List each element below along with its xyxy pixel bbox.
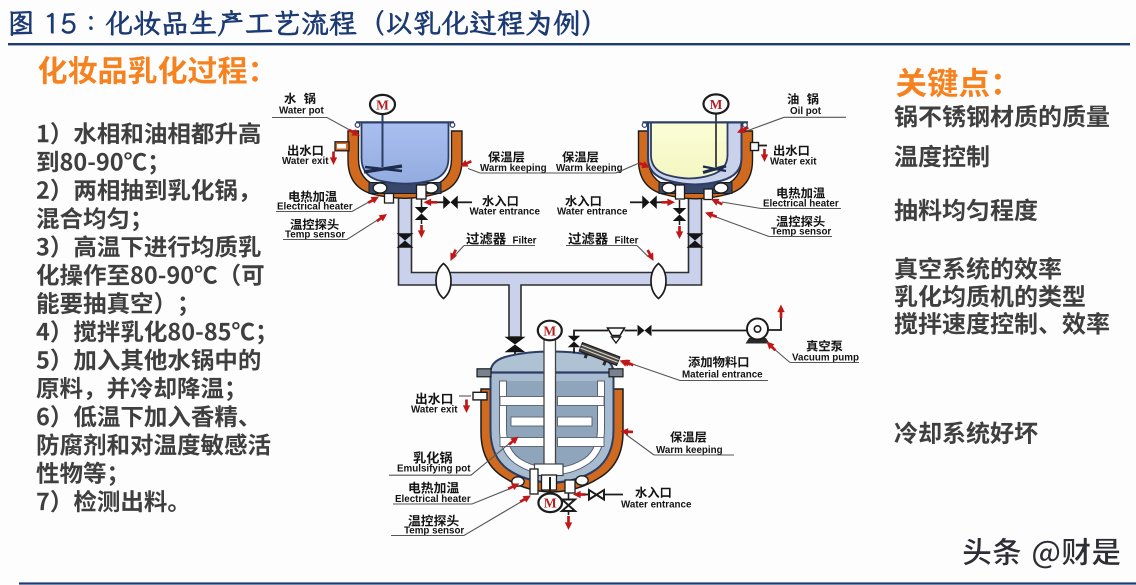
svg-text:M: M [543,323,556,338]
svg-text:Vacuum pump: Vacuum pump [792,353,859,364]
svg-text:Warm keeping: Warm keeping [556,163,623,174]
svg-text:Filter: Filter [513,236,537,247]
svg-text:Water exit: Water exit [282,156,329,167]
svg-text:Water pot: Water pot [279,106,325,117]
svg-text:Electrical heater: Electrical heater [395,494,471,505]
svg-text:Warm keeping: Warm keeping [656,445,723,456]
svg-text:Water exit: Water exit [770,157,817,168]
svg-text:Temp sensor: Temp sensor [404,526,464,537]
svg-text:Material entrance: Material entrance [682,370,763,381]
svg-text:Emulsifying pot: Emulsifying pot [397,464,471,475]
svg-text:Temp sensor: Temp sensor [771,227,831,238]
svg-text:M: M [376,97,389,112]
svg-text:Warm keeping: Warm keeping [480,163,547,174]
svg-text:Electrical heater: Electrical heater [277,202,353,213]
svg-text:Water entrance: Water entrance [621,500,692,511]
svg-text:Electrical heater: Electrical heater [763,199,839,210]
svg-text:Filter: Filter [615,236,639,247]
svg-text:Water entrance: Water entrance [470,207,541,218]
svg-text:M: M [544,496,557,511]
svg-text:Water entrance: Water entrance [557,207,628,218]
svg-text:Temp sensor: Temp sensor [285,230,345,241]
svg-text:Water exit: Water exit [411,405,458,416]
svg-text:Oil pot: Oil pot [790,106,822,117]
svg-text:M: M [710,97,723,112]
